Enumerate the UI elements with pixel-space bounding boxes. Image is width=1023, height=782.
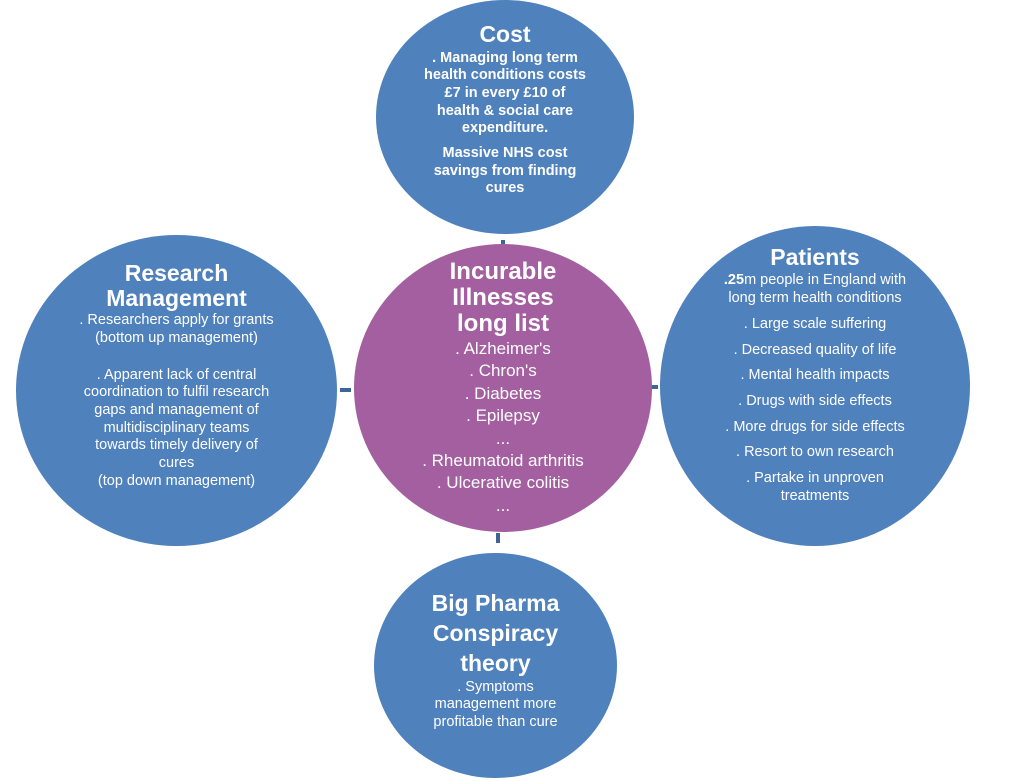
illness-item: . Ulcerative colitis	[436, 473, 570, 493]
research-management-node: Research Management . Researchers apply …	[16, 235, 337, 546]
illness-item: . Rheumatoid arthritis	[422, 451, 584, 471]
cost-text-line: . Managing long term	[432, 49, 578, 66]
cost-node: Cost . Managing long term health conditi…	[376, 0, 634, 234]
cost-text-line: health conditions costs	[424, 67, 586, 84]
pharma-title-line: Big Pharma	[431, 590, 560, 617]
research-text-line: multidisciplinary teams	[103, 419, 250, 436]
research-text-line: . Researchers apply for grants	[79, 312, 274, 329]
patients-item: . Decreased quality of life	[733, 341, 897, 358]
research-text-line: cures	[158, 454, 195, 471]
cost-text-line: Massive NHS cost	[442, 145, 568, 162]
illness-item: . Alzheimer's	[455, 338, 551, 358]
patients-title: Patients	[770, 243, 860, 270]
patients-node: Patients .25m people in England with lon…	[660, 226, 970, 546]
research-text-line: coordination to fulfil research	[83, 384, 270, 401]
research-text-line: (bottom up management)	[95, 329, 258, 346]
illness-item: . Epilepsy	[466, 406, 540, 426]
connector-center-patients	[651, 385, 658, 389]
cost-text-line: £7 in every £10 of	[444, 85, 566, 101]
patients-lead-line2: long term health conditions	[728, 290, 902, 307]
connector-center-research	[340, 388, 351, 392]
pharma-text-line: . Symptoms	[457, 678, 534, 695]
patients-item: . Large scale suffering	[743, 315, 887, 332]
big-pharma-node: Big Pharma Conspiracy theory . Symptoms …	[374, 553, 617, 778]
research-text-line: (top down management)	[97, 472, 256, 489]
illness-item: . Diabetes	[464, 383, 542, 403]
patients-item-continued: treatments	[780, 487, 850, 504]
patients-lead-line: .25m people in England with	[724, 272, 906, 290]
patients-item: . Partake in unproven	[746, 469, 884, 486]
patients-item: . More drugs for side effects	[725, 418, 905, 435]
pharma-title-line: theory	[460, 649, 531, 676]
research-title-line: Research	[124, 259, 229, 286]
connector-center-cost	[501, 240, 505, 244]
illness-item: . Chron's	[469, 361, 537, 381]
incurable-illnesses-node: Incurable Illnesses long list . Alzheime…	[354, 244, 652, 532]
patients-lead-text: m people in England with	[744, 272, 907, 289]
pharma-text-line: profitable than cure	[433, 714, 558, 731]
center-title-line: long list	[457, 310, 549, 338]
research-text-line: . Apparent lack of central	[96, 366, 257, 383]
research-text-line: gaps and management of	[94, 401, 259, 418]
connector-center-pharma	[496, 533, 500, 543]
center-title-line: Incurable	[449, 257, 557, 285]
cost-title: Cost	[479, 20, 531, 47]
illness-item: ...	[495, 428, 511, 448]
research-title-line: Management	[106, 285, 247, 312]
cost-text-line: expenditure.	[461, 120, 549, 137]
pharma-text-line: management more	[434, 696, 557, 713]
center-title-line: Illnesses	[452, 284, 554, 312]
research-text-line: towards timely delivery of	[95, 437, 258, 454]
patients-item: . Drugs with side effects	[738, 392, 892, 409]
illness-item: ...	[495, 495, 511, 515]
cost-text-line: cures	[485, 180, 525, 197]
patients-lead-number: .25	[723, 272, 745, 289]
cost-text-line: health & social care	[436, 102, 574, 119]
patients-item: . Resort to own research	[736, 444, 894, 461]
pharma-title-line: Conspiracy	[432, 620, 559, 647]
cost-text-line: savings from finding	[433, 162, 577, 179]
patients-item: . Mental health impacts	[740, 367, 890, 384]
